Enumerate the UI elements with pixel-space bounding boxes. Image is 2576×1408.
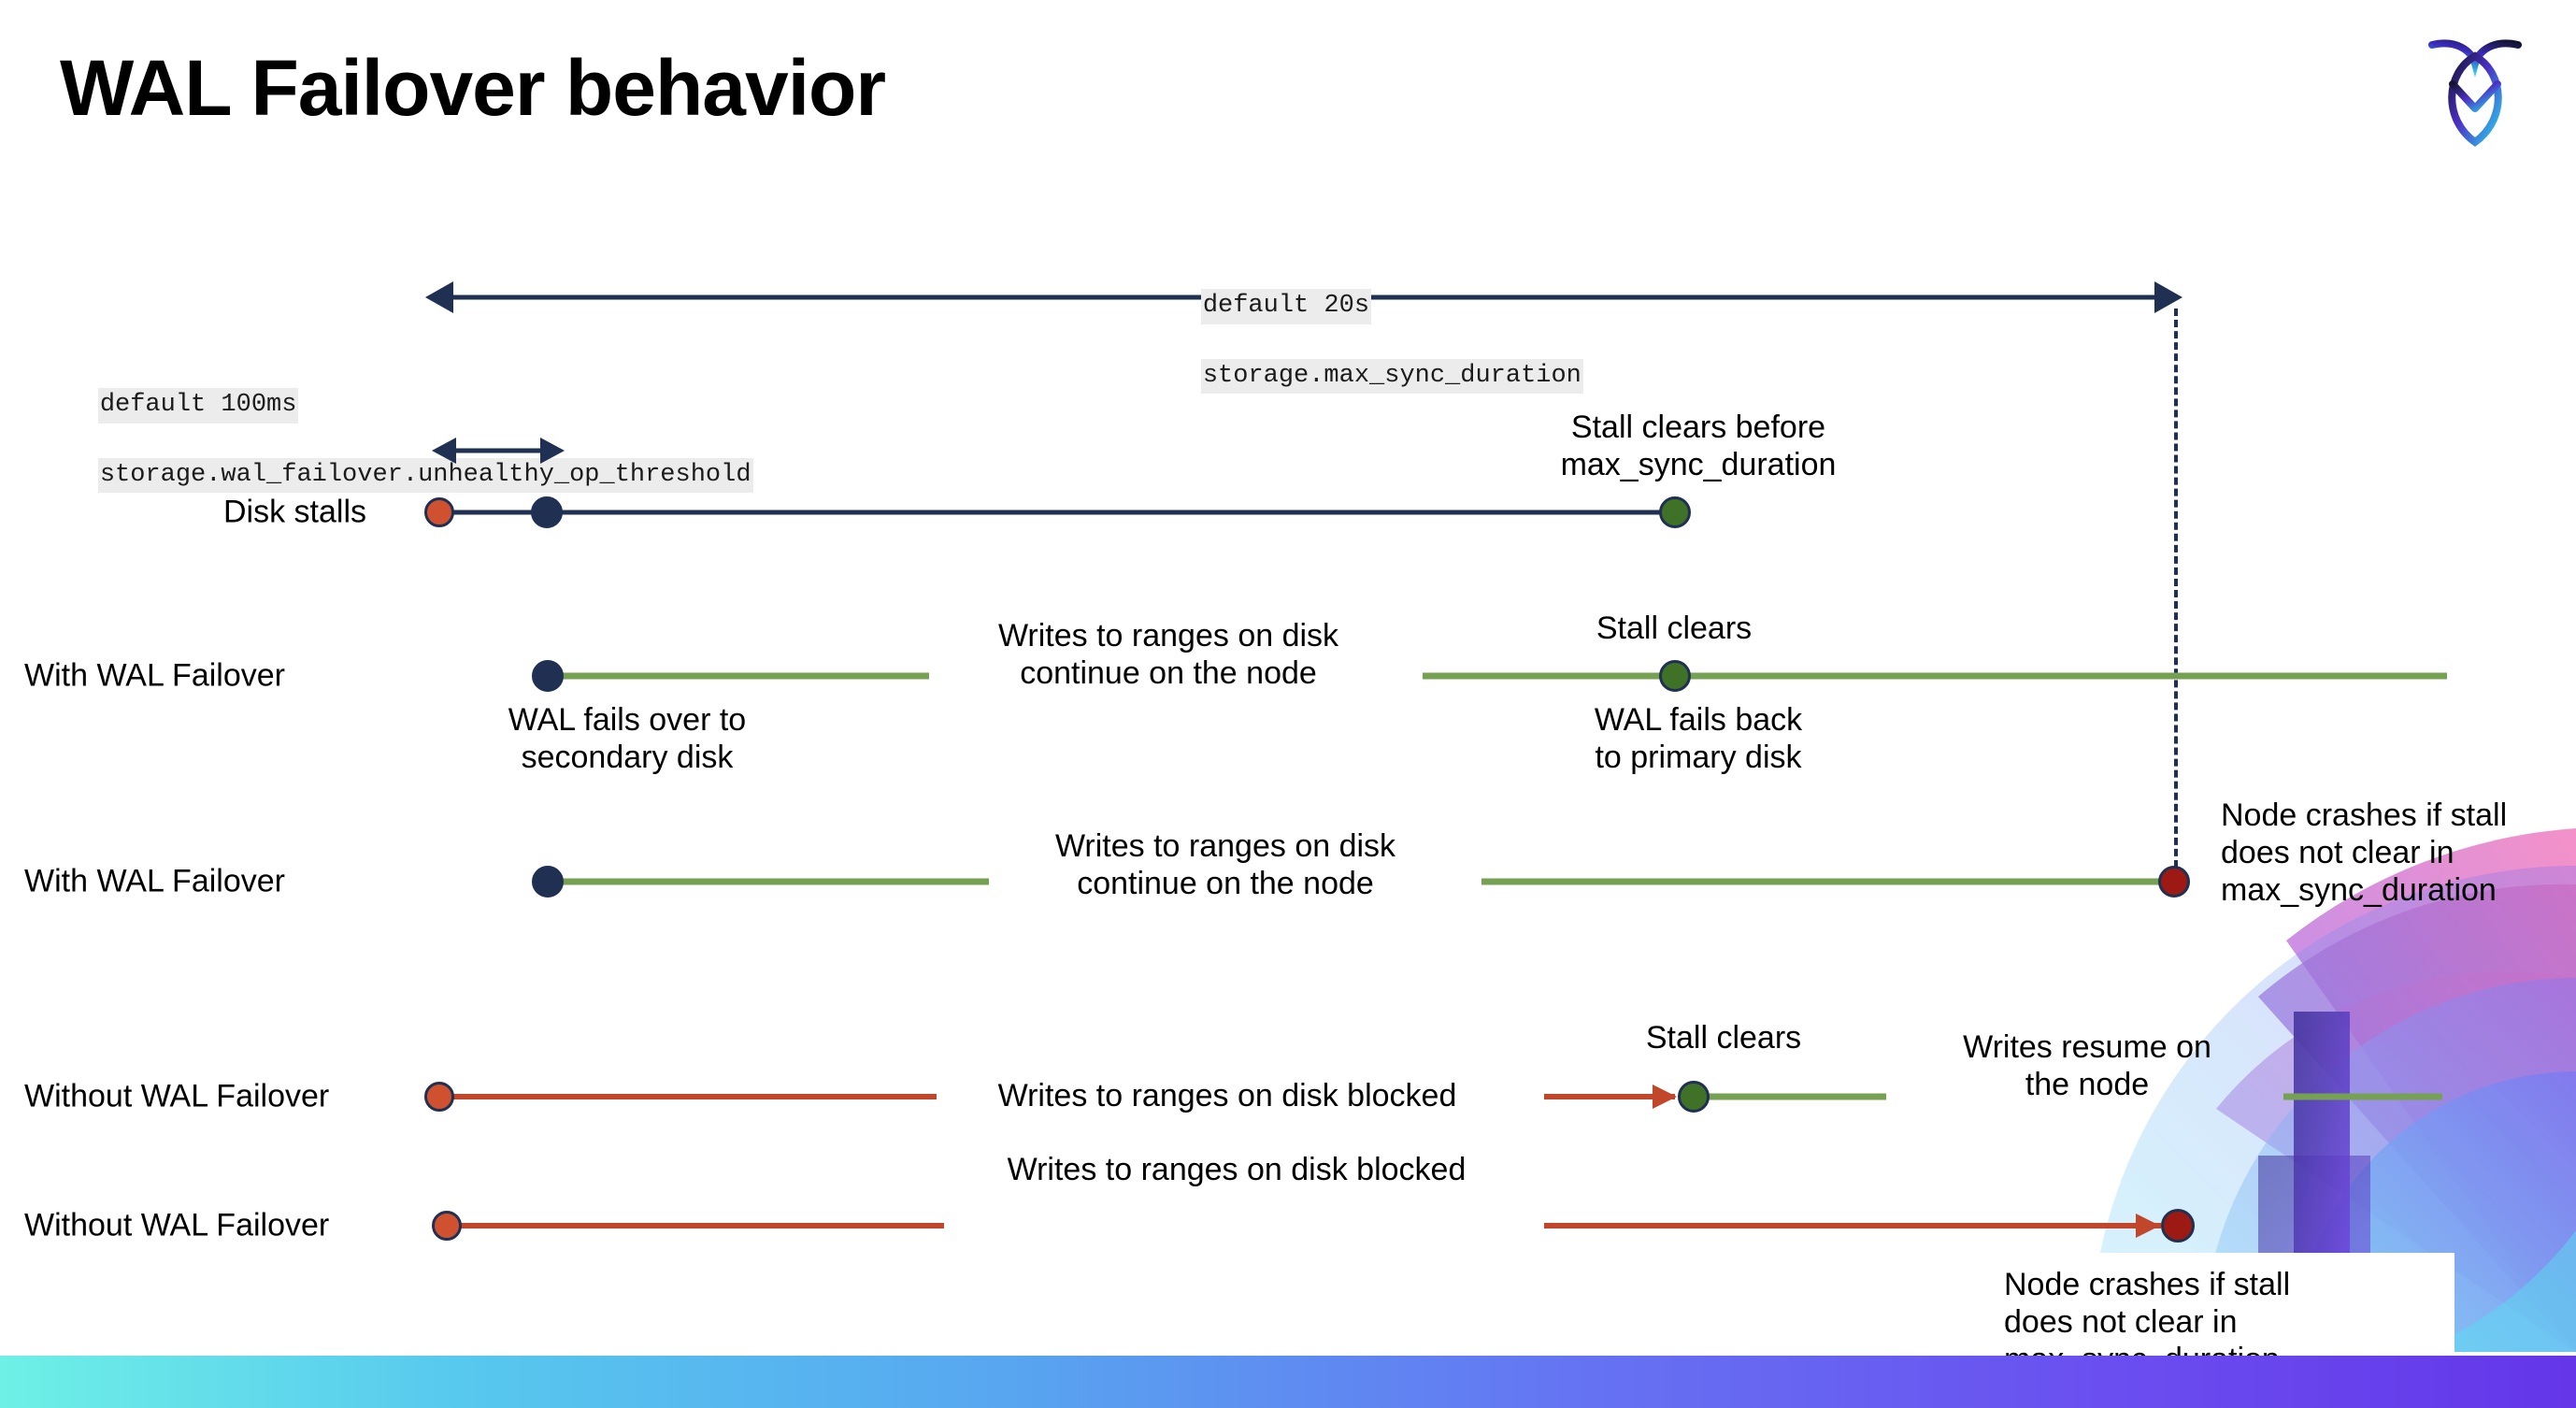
note-writes-resume: Writes resume on the node [1963,1029,2211,1103]
row-label-with-wal-failover-2: With WAL Failover [24,863,285,899]
note-stall-clears-2: Stall clears [1645,1020,1802,1056]
without-failover-1-segment-green-tail [2283,1093,2442,1100]
without-failover-1-segment-green [1694,1093,1886,1100]
unhealthy-op-threshold-default: default 100ms [97,388,299,424]
max-sync-duration-annotation: default 20s storage.max_sync_duration [1140,254,1583,428]
cockroachdb-logo-icon [2428,39,2522,147]
without-failover-2-segment-b [1544,1223,2161,1228]
threshold-span-line [455,448,541,453]
max-sync-arrow-left-head [425,281,453,313]
with-failover-2-segment-b [1481,878,2173,885]
with-failover-2-segment-a [550,878,989,885]
disk-stalls-threshold-dot [531,496,563,528]
with-failover-2-crash-dot [2158,866,2190,898]
without-failover-2-crash-dot [2161,1209,2195,1243]
max-sync-arrow-right-head [2154,281,2182,313]
note-wal-fails-over: WAL fails over to secondary disk [508,702,747,776]
unhealthy-op-threshold-setting: storage.wal_failover.unhealthy_op_thresh… [97,457,753,493]
note-wal-fails-back: WAL fails back to primary disk [1594,702,1803,776]
max-sync-duration-default: default 20s [1200,289,1372,324]
threshold-arrow-left-head [432,438,456,464]
footer-gradient-bar [0,1356,2576,1408]
page-title: WAL Failover behavior [60,44,886,132]
threshold-arrow-right-head [540,438,565,464]
without-failover-1-segment-b [1544,1094,1675,1099]
without-failover-1-start-dot [424,1082,454,1112]
without-failover-1-stall-clear-dot [1678,1081,1710,1113]
note-writes-continue-2: Writes to ranges on disk continue on the… [1054,828,1396,902]
without-failover-2-start-dot [432,1211,462,1241]
without-failover-2-segment-a [449,1223,944,1228]
with-failover-1-segment-a [550,672,929,680]
with-failover-1-stall-clear-dot [1659,660,1691,692]
note-stall-clears-1: Stall clears [1596,611,1753,646]
disk-stalls-clear-dot [1659,496,1691,528]
row-label-with-wal-failover-1: With WAL Failover [24,657,285,694]
without-failover-1-arrowhead [1653,1085,1677,1109]
max-sync-duration-dropline [2174,309,2178,879]
unhealthy-op-threshold-annotation: default 100ms storage.wal_failover.unhea… [37,353,753,527]
disk-stalls-start-dot [424,497,454,527]
without-failover-1-segment-a [441,1094,937,1099]
with-failover-1-segment-b [1423,672,2447,680]
note-node-crashes-1: Node crashes if stall does not clear in … [2221,797,2508,909]
disk-stalls-timeline [436,510,1676,515]
note-writes-blocked-1: Writes to ranges on disk blocked [997,1078,1457,1113]
row-label-without-wal-failover-1: Without WAL Failover [24,1078,330,1114]
note-writes-continue-1: Writes to ranges on disk continue on the… [997,618,1339,692]
without-failover-2-arrowhead [2136,1214,2160,1238]
row-label-disk-stalls: Disk stalls [223,494,367,530]
note-stall-clears-before-max-sync: Stall clears before max_sync_duration [1560,409,1837,483]
note-writes-blocked-2: Writes to ranges on disk blocked [1007,1152,1467,1187]
max-sync-duration-setting: storage.max_sync_duration [1200,358,1583,394]
with-failover-1-failover-dot [532,660,564,692]
with-failover-2-failover-dot [532,866,564,898]
row-label-without-wal-failover-2: Without WAL Failover [24,1207,330,1243]
